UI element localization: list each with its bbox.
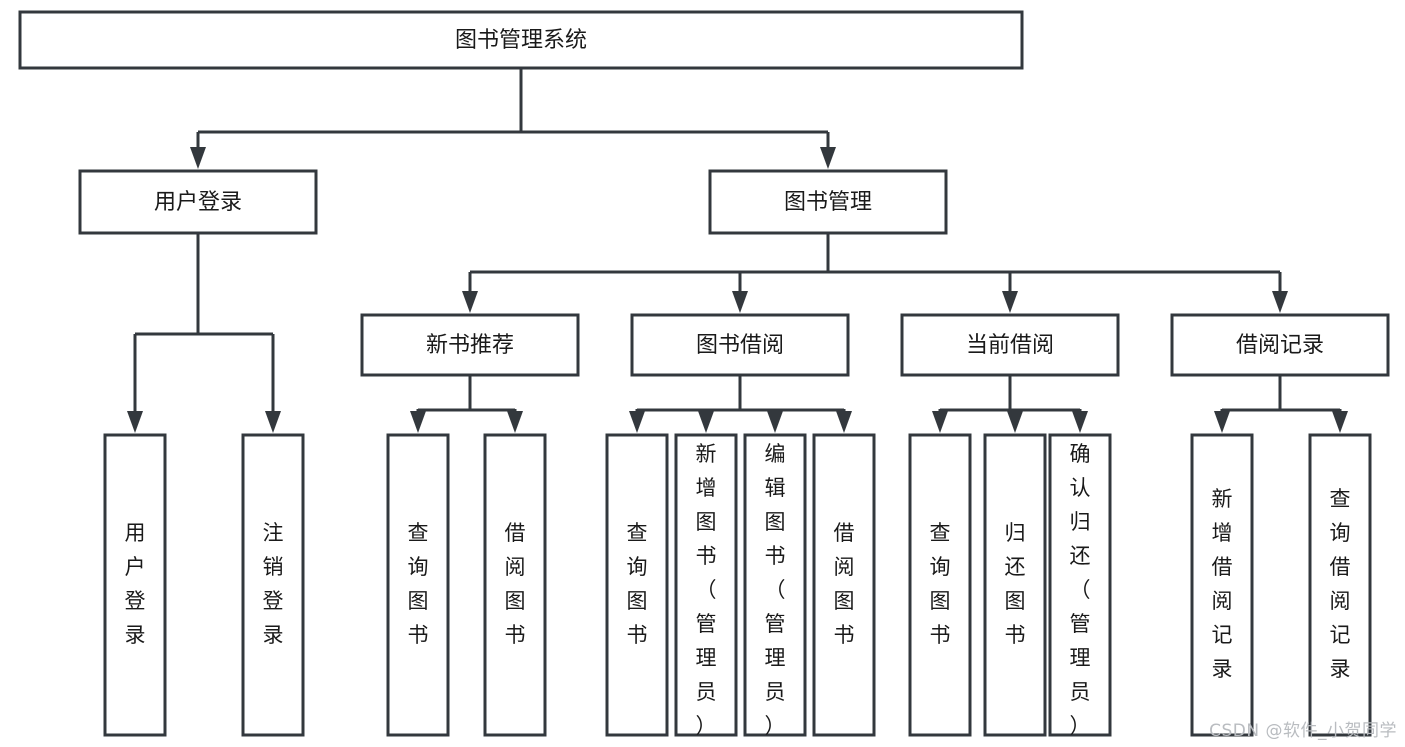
node-new-book-recommend[interactable]: 新书推荐 xyxy=(360,313,580,377)
node-leaf-edit-book[interactable]: 编辑图书（管理员） xyxy=(743,433,807,738)
node-leaf-query-book-borrow[interactable]: 查询图书 xyxy=(605,433,669,737)
new-book-recommend-arrow-1 xyxy=(507,411,523,433)
node-new-book-recommend-label: 新书推荐 xyxy=(426,333,514,358)
book-management-arrow-2 xyxy=(1002,291,1018,313)
node-leaf-confirm-return[interactable]: 确认归还（管理员） xyxy=(1048,433,1112,738)
node-leaf-return-book[interactable]: 归还图书 xyxy=(983,433,1047,737)
node-leaf-query-borrow-record[interactable]: 查询借阅记录 xyxy=(1308,433,1372,737)
node-leaf-query-book-recommend-box xyxy=(386,433,450,737)
node-leaf-borrow-book-recommend[interactable]: 借阅图书 xyxy=(483,433,547,737)
node-leaf-borrow-book-recommend-box xyxy=(483,433,547,737)
node-leaf-query-book-borrow-box xyxy=(605,433,669,737)
node-book-borrow-label: 图书借阅 xyxy=(696,333,784,358)
node-leaf-query-book-current-label: 查询图书 xyxy=(930,521,951,647)
node-leaf-user-login-label: 用户登录 xyxy=(125,521,146,647)
node-leaf-confirm-return-box xyxy=(1048,433,1112,737)
node-leaf-query-book-recommend-label: 查询图书 xyxy=(408,521,429,647)
node-new-book-recommend-box xyxy=(360,313,580,377)
node-book-management[interactable]: 图书管理 xyxy=(708,169,948,235)
node-leaf-confirm-return-label: 确认归还（管理员） xyxy=(1070,442,1091,738)
user-login-arrow-1 xyxy=(265,411,281,433)
node-book-management-box xyxy=(708,169,948,235)
node-leaf-add-borrow-record-label: 新增借阅记录 xyxy=(1212,487,1233,681)
current-borrow-arrow-2 xyxy=(1072,411,1088,433)
node-borrow-record-label: 借阅记录 xyxy=(1236,333,1324,358)
node-leaf-edit-book-box xyxy=(743,433,807,737)
book-management-arrow-0 xyxy=(462,291,478,313)
node-leaf-add-book-box xyxy=(674,433,738,737)
node-user-login-box xyxy=(78,169,318,235)
book-borrow-arrow-3 xyxy=(836,411,852,433)
node-leaf-borrow-book-recommend-label: 借阅图书 xyxy=(505,521,526,647)
book-borrow-arrow-0 xyxy=(629,411,645,433)
node-book-management-label: 图书管理 xyxy=(784,190,872,215)
node-leaf-query-borrow-record-label: 查询借阅记录 xyxy=(1330,487,1351,681)
node-leaf-return-book-box xyxy=(983,433,1047,737)
nodes-layer: 图书管理系统用户登录图书管理新书推荐图书借阅当前借阅借阅记录用户登录注销登录查询… xyxy=(18,10,1390,738)
node-leaf-edit-book-label: 编辑图书（管理员） xyxy=(765,442,786,738)
node-root-root-box xyxy=(18,10,1024,70)
node-leaf-add-book-label: 新增图书（管理员） xyxy=(696,442,717,738)
node-user-login[interactable]: 用户登录 xyxy=(78,169,318,235)
book-borrow-arrow-1 xyxy=(698,411,714,433)
node-leaf-add-borrow-record-box xyxy=(1190,433,1254,737)
node-leaf-borrow-book-box xyxy=(812,433,876,737)
user-login-arrow-0 xyxy=(127,411,143,433)
node-leaf-logout-label: 注销登录 xyxy=(263,521,284,647)
book-management-arrow-1 xyxy=(732,291,748,313)
node-leaf-add-book[interactable]: 新增图书（管理员） xyxy=(674,433,738,738)
node-book-borrow-box xyxy=(630,313,850,377)
node-book-borrow[interactable]: 图书借阅 xyxy=(630,313,850,377)
node-leaf-query-book-borrow-label: 查询图书 xyxy=(627,521,648,647)
node-leaf-logout-box xyxy=(241,433,305,737)
node-user-login-label: 用户登录 xyxy=(154,190,242,215)
node-leaf-query-borrow-record-box xyxy=(1308,433,1372,737)
connectors-layer xyxy=(127,68,1348,433)
node-borrow-record-box xyxy=(1170,313,1390,377)
new-book-recommend-arrow-0 xyxy=(410,411,426,433)
node-current-borrow-box xyxy=(900,313,1120,377)
node-root-root-label: 图书管理系统 xyxy=(455,28,587,53)
root-arrow-0 xyxy=(190,147,206,169)
book-borrow-arrow-2 xyxy=(767,411,783,433)
watermark-text: CSDN @软件_小贺同学 xyxy=(1209,721,1397,741)
node-current-borrow[interactable]: 当前借阅 xyxy=(900,313,1120,377)
node-current-borrow-label: 当前借阅 xyxy=(966,333,1054,358)
node-leaf-add-borrow-record[interactable]: 新增借阅记录 xyxy=(1190,433,1254,737)
node-leaf-borrow-book-label: 借阅图书 xyxy=(834,521,855,647)
node-leaf-query-book-recommend[interactable]: 查询图书 xyxy=(386,433,450,737)
node-leaf-query-book-current[interactable]: 查询图书 xyxy=(908,433,972,737)
borrow-record-arrow-1 xyxy=(1332,411,1348,433)
node-leaf-borrow-book[interactable]: 借阅图书 xyxy=(812,433,876,737)
node-leaf-query-book-current-box xyxy=(908,433,972,737)
current-borrow-arrow-0 xyxy=(932,411,948,433)
node-leaf-user-login-box xyxy=(103,433,167,737)
book-management-arrow-3 xyxy=(1272,291,1288,313)
node-leaf-user-login[interactable]: 用户登录 xyxy=(103,433,167,737)
node-leaf-return-book-label: 归还图书 xyxy=(1005,521,1026,647)
root-arrow-1 xyxy=(820,147,836,169)
node-borrow-record[interactable]: 借阅记录 xyxy=(1170,313,1390,377)
borrow-record-arrow-0 xyxy=(1214,411,1230,433)
node-root-root[interactable]: 图书管理系统 xyxy=(18,10,1024,70)
current-borrow-arrow-1 xyxy=(1007,411,1023,433)
node-leaf-logout[interactable]: 注销登录 xyxy=(241,433,305,737)
